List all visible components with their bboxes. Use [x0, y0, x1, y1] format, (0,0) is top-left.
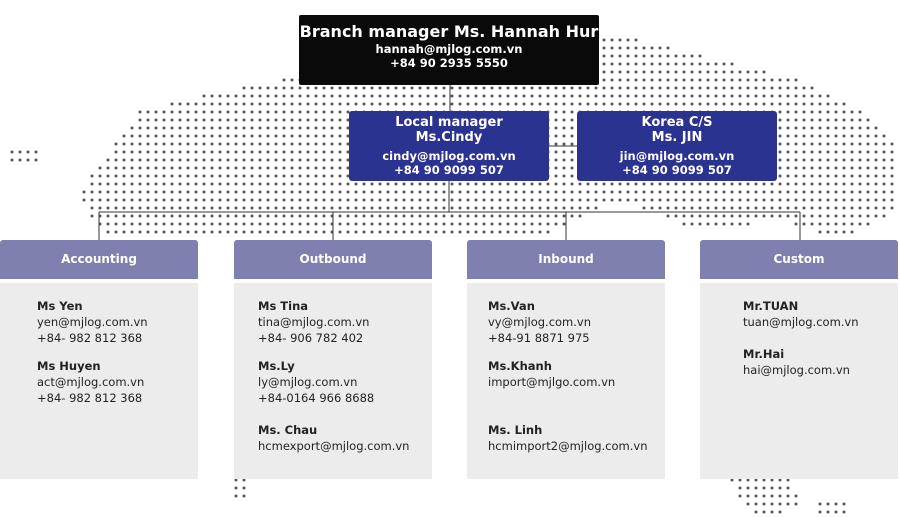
person-name: Mr.Hai — [743, 347, 785, 361]
dept-header: Outbound — [234, 240, 432, 279]
person-name: Ms Tina — [258, 299, 309, 313]
korea-cs-box: Korea C/S Ms. JIN jin@mjlog.com.vn +84 9… — [577, 111, 777, 181]
person-phone: +84-0164 966 8688 — [258, 391, 375, 405]
person-name: Ms Yen — [37, 299, 83, 313]
person-card: Mr.TUAN tuan@mjlog.com.vn — [743, 298, 898, 330]
person-card: Ms.Van vy@mjlog.com.vn +84-91 8871 975 — [488, 298, 665, 346]
person-name: Ms.Khanh — [488, 359, 552, 373]
person-phone: +84- 982 812 368 — [37, 331, 143, 345]
person-name: Ms. Linh — [488, 423, 543, 437]
person-name: Ms.Van — [488, 299, 535, 313]
person-email: tina@mjlog.com.vn — [258, 315, 370, 329]
dept-header: Accounting — [0, 240, 198, 279]
branch-manager-phone: +84 90 2935 5550 — [390, 56, 508, 70]
person-email: hcmexport@mjlog.com.vn — [258, 439, 410, 453]
korea-cs-email: jin@mjlog.com.vn — [619, 149, 735, 163]
korea-cs-phone: +84 90 9099 507 — [622, 163, 732, 177]
local-manager-email: cindy@mjlog.com.vn — [382, 149, 516, 163]
local-manager-phone: +84 90 9099 507 — [394, 163, 504, 177]
korea-cs-title: Korea C/S — [641, 115, 713, 130]
person-name: Ms.Ly — [258, 359, 295, 373]
local-manager-title: Local manager — [395, 115, 503, 130]
local-manager-box: Local manager Ms.Cindy cindy@mjlog.com.v… — [349, 111, 549, 181]
korea-cs-name: Ms. JIN — [651, 130, 703, 145]
dept-header: Custom — [700, 240, 898, 279]
person-phone: +84-91 8871 975 — [488, 331, 590, 345]
person-card: Ms.Khanh import@mjlgo.com.vn — [488, 358, 665, 390]
branch-manager-box: Branch manager Ms. Hannah Hur hannah@mjl… — [299, 15, 599, 85]
person-name: Ms. Chau — [258, 423, 318, 437]
person-card: Ms Huyen act@mjlog.com.vn +84- 982 812 3… — [37, 358, 198, 406]
person-email: yen@mjlog.com.vn — [37, 315, 148, 329]
dept-outbound: Outbound Ms Tina tina@mjlog.com.vn +84- … — [234, 240, 432, 479]
branch-manager-title: Branch manager Ms. Hannah Hur — [299, 22, 599, 41]
person-email: import@mjlgo.com.vn — [488, 375, 616, 389]
person-name: Mr.TUAN — [743, 299, 799, 313]
dept-custom: Custom Mr.TUAN tuan@mjlog.com.vn Mr.Hai … — [700, 240, 898, 479]
person-phone: +84- 906 782 402 — [258, 331, 364, 345]
person-card: Ms Yen yen@mjlog.com.vn +84- 982 812 368 — [37, 298, 198, 346]
dept-body: Ms Yen yen@mjlog.com.vn +84- 982 812 368… — [0, 283, 198, 479]
dept-header: Inbound — [467, 240, 665, 279]
person-email: hai@mjlog.com.vn — [743, 363, 850, 377]
person-email: act@mjlog.com.vn — [37, 375, 145, 389]
dept-body: Ms.Van vy@mjlog.com.vn +84-91 8871 975 M… — [467, 283, 665, 479]
person-card: Ms. Chau hcmexport@mjlog.com.vn — [258, 422, 432, 454]
person-card: Ms. Linh hcmimport2@mjlog.com.vn — [488, 422, 665, 454]
local-manager-name: Ms.Cindy — [415, 130, 483, 145]
person-card: Ms.Ly ly@mjlog.com.vn +84-0164 966 8688 — [258, 358, 432, 406]
dept-inbound: Inbound Ms.Van vy@mjlog.com.vn +84-91 88… — [467, 240, 665, 479]
person-card: Ms Tina tina@mjlog.com.vn +84- 906 782 4… — [258, 298, 432, 346]
person-email: vy@mjlog.com.vn — [488, 315, 592, 329]
person-card: Mr.Hai hai@mjlog.com.vn — [743, 346, 898, 378]
dept-accounting: Accounting Ms Yen yen@mjlog.com.vn +84- … — [0, 240, 198, 479]
dept-body: Mr.TUAN tuan@mjlog.com.vn Mr.Hai hai@mjl… — [700, 283, 898, 479]
dept-body: Ms Tina tina@mjlog.com.vn +84- 906 782 4… — [234, 283, 432, 479]
person-email: tuan@mjlog.com.vn — [743, 315, 859, 329]
person-phone: +84- 982 812 368 — [37, 391, 143, 405]
person-name: Ms Huyen — [37, 359, 101, 373]
person-email: hcmimport2@mjlog.com.vn — [488, 439, 648, 453]
branch-manager-email: hannah@mjlog.com.vn — [375, 42, 523, 56]
person-email: ly@mjlog.com.vn — [258, 375, 358, 389]
